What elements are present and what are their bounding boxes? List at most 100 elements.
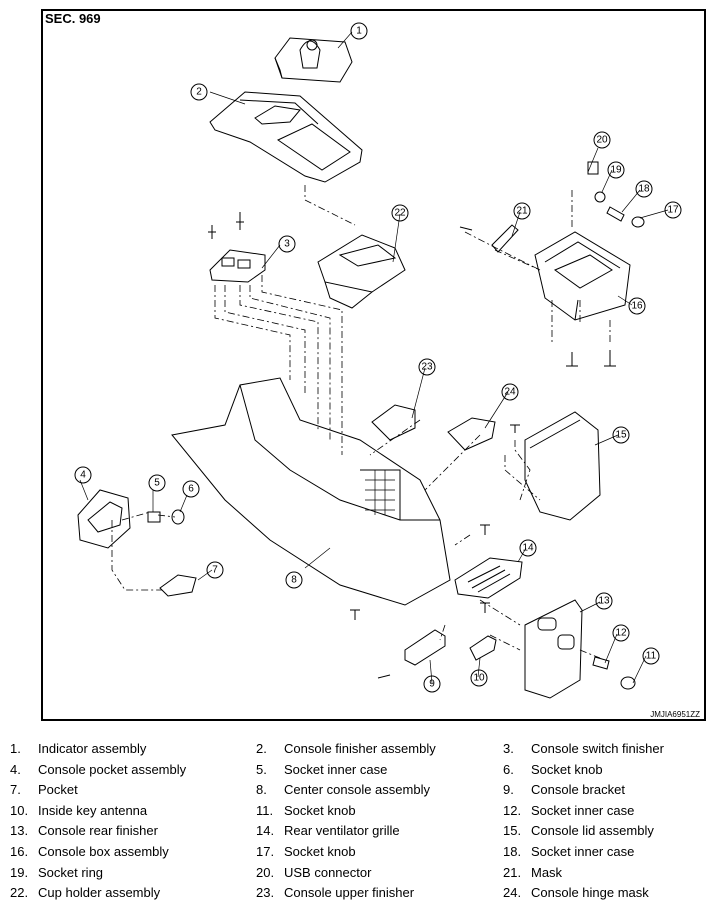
callout-3 xyxy=(278,235,296,253)
legend-part-name: Inside key antenna xyxy=(38,802,148,818)
legend-part-name: Rear ventilator grille xyxy=(284,823,400,839)
legend-part-name: Socket knob xyxy=(284,802,356,818)
legend-part-name: Indicator assembly xyxy=(38,741,147,756)
part-10-inside-key-antenna xyxy=(469,635,497,661)
callout-label-22: 22 xyxy=(394,208,406,219)
legend-number: 11. xyxy=(256,802,274,818)
callout-14 xyxy=(519,539,537,557)
callout-label-8: 8 xyxy=(291,575,297,586)
legend-part-name: Socket inner case xyxy=(531,802,635,818)
legend-part-name: Console upper finisher xyxy=(284,885,415,901)
legend-part-name: Socket knob xyxy=(531,761,603,777)
callout-label-2: 2 xyxy=(196,87,202,98)
legend-part-name: Console lid assembly xyxy=(531,823,654,839)
callout-leader-lines xyxy=(79,31,669,684)
callout-19 xyxy=(607,161,625,179)
legend-part-name: Socket inner case xyxy=(531,844,635,859)
callout-13 xyxy=(595,592,613,610)
legend-part-name: Center console assembly xyxy=(284,782,430,798)
legend-number: 9. xyxy=(503,782,514,798)
part-5-socket-inner-case xyxy=(147,511,161,523)
legend-part-name: Mask xyxy=(531,864,563,880)
part-11-socket-knob xyxy=(620,676,636,690)
legend-number: 24. xyxy=(503,885,522,901)
drawing-code: JMJIA6951ZZ xyxy=(650,710,700,719)
callout-label-5: 5 xyxy=(154,478,160,489)
diagram-frame xyxy=(41,9,706,721)
callout-label-11: 11 xyxy=(646,651,657,662)
legend-part-name: Cup holder assembly xyxy=(38,885,161,901)
callout-label-24: 24 xyxy=(504,387,516,398)
part-23-console-upper-finisher xyxy=(371,404,416,441)
legend-part-name: Console pocket assembly xyxy=(38,761,187,777)
callout-20 xyxy=(593,131,611,149)
callout-16 xyxy=(628,297,646,315)
part-7-pocket xyxy=(159,574,197,597)
callout-18 xyxy=(635,180,653,198)
legend-part-name: Console bracket xyxy=(531,782,625,798)
part-1-indicator-assembly xyxy=(274,37,353,83)
callout-22 xyxy=(391,204,409,222)
part-18-socket-inner-case xyxy=(606,206,625,222)
legend-number: 18. xyxy=(503,844,522,859)
part-14-rear-ventilator-grille xyxy=(454,557,523,599)
callout-8 xyxy=(285,571,303,589)
legend-part-name: Console box assembly xyxy=(38,844,169,859)
legend-number: 6. xyxy=(503,761,514,777)
legend-number: 7. xyxy=(10,782,21,798)
part-24-console-hinge-mask xyxy=(447,417,496,451)
callout-label-16: 16 xyxy=(631,301,643,312)
callout-label-23: 23 xyxy=(421,362,433,373)
callout-23 xyxy=(418,358,436,376)
legend-number: 4. xyxy=(10,761,21,777)
legend-number: 21. xyxy=(503,864,522,880)
callout-label-12: 12 xyxy=(615,628,627,639)
legend-part-name: Socket knob xyxy=(284,844,356,859)
part-13-console-rear-finisher xyxy=(524,599,583,699)
legend-number: 22. xyxy=(10,885,29,901)
legend-number: 12. xyxy=(503,802,522,818)
legend-number: 1. xyxy=(10,741,21,756)
callout-21 xyxy=(513,202,531,220)
callout-label-21: 21 xyxy=(516,206,528,217)
callout-label-6: 6 xyxy=(188,484,194,495)
part-16-console-box xyxy=(534,231,631,321)
legend-part-name: Console finisher assembly xyxy=(284,741,436,756)
callout-11 xyxy=(642,647,660,665)
callout-15 xyxy=(612,426,630,444)
part-15-console-lid xyxy=(524,411,601,521)
part-19-socket-ring xyxy=(594,191,606,203)
fastener-screws xyxy=(350,350,616,620)
callout-17 xyxy=(664,201,682,219)
callout-label-9: 9 xyxy=(429,679,435,690)
callout-12 xyxy=(612,624,630,642)
legend-number: 3. xyxy=(503,741,514,756)
section-label: SEC. 969 xyxy=(45,11,101,26)
legend-number: 17. xyxy=(256,844,275,859)
part-2-console-finisher xyxy=(209,91,363,183)
callout-label-4: 4 xyxy=(80,470,86,481)
callout-circles xyxy=(74,22,682,693)
callout-2 xyxy=(190,83,208,101)
legend-number: 5. xyxy=(256,761,267,777)
part-20-usb-connector xyxy=(587,161,599,175)
callout-label-10: 10 xyxy=(473,673,485,684)
legend-number: 10. xyxy=(10,802,29,818)
callout-10 xyxy=(470,669,488,687)
legend-part-name: Socket inner case xyxy=(284,761,388,777)
legend-number: 19. xyxy=(10,864,29,880)
callout-label-20: 20 xyxy=(596,135,608,146)
part-4-console-pocket xyxy=(77,489,131,549)
part-6-socket-knob xyxy=(171,509,185,525)
callout-label-1: 1 xyxy=(356,26,362,37)
legend-part-name: Socket ring xyxy=(38,864,104,880)
part-22-cup-holder xyxy=(317,234,406,309)
legend-part-name: Console rear finisher xyxy=(38,823,158,839)
legend-part-name: Console switch finisher xyxy=(531,741,664,756)
callout-label-18: 18 xyxy=(638,184,650,195)
legend-number: 14. xyxy=(256,823,275,839)
legend-part-name: Console hinge mask xyxy=(531,885,649,901)
legend-number: 2. xyxy=(256,741,267,756)
callout-4 xyxy=(74,466,92,484)
